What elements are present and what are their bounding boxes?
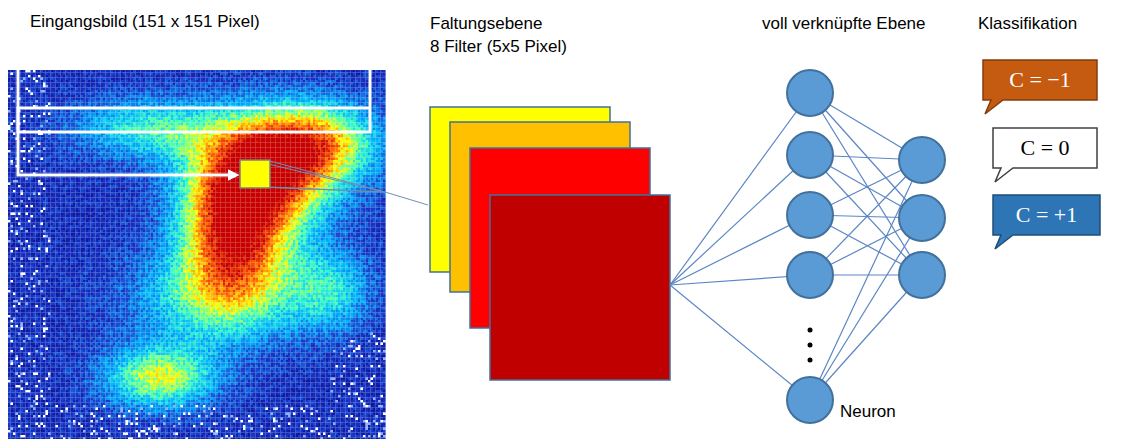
stage: Eingangsbild (151 x 151 Pixel)Faltungseb… <box>0 0 1126 439</box>
